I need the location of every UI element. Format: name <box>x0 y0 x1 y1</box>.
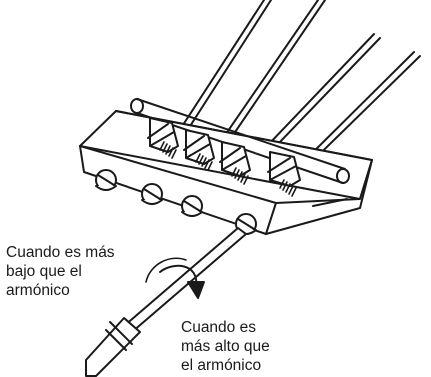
saddle-spring-3 <box>231 167 249 185</box>
label-lower-line-1: Cuando es más <box>6 244 115 261</box>
label-higher-line-2: más alto que <box>181 338 270 355</box>
string-1 <box>169 0 272 149</box>
screwdriver-shaft <box>123 227 247 333</box>
saddle-spring-1 <box>159 141 177 159</box>
label-lower-line-3: armónico <box>6 282 70 299</box>
roller-end <box>336 168 350 184</box>
saddle-spring-4 <box>279 179 297 197</box>
saddle-4 <box>267 151 301 197</box>
label-higher-line-1: Cuando es <box>181 319 256 336</box>
saddle-1 <box>147 117 179 159</box>
saddle-3 <box>219 141 251 185</box>
label-lower-than-harmonic: Cuando es más bajo que el armónico <box>6 243 115 300</box>
label-higher-than-harmonic: Cuando es más alto que el armónico <box>181 318 270 375</box>
label-higher-line-3: el armónico <box>181 357 262 374</box>
saddle-spring-2 <box>195 153 213 171</box>
screwdriver <box>85 227 247 377</box>
screw-1 <box>95 169 117 191</box>
saddles <box>147 117 301 197</box>
screw-3 <box>181 195 203 217</box>
screwdriver-grip-ring <box>105 321 133 351</box>
screwdriver-handle <box>85 317 141 377</box>
label-lower-line-2: bajo que el <box>6 263 82 280</box>
saddle-2 <box>183 129 215 171</box>
rotation-arrow <box>145 257 205 299</box>
intonation-screws <box>95 169 257 235</box>
screw-2 <box>141 183 163 205</box>
baseplate-slot <box>312 198 348 207</box>
